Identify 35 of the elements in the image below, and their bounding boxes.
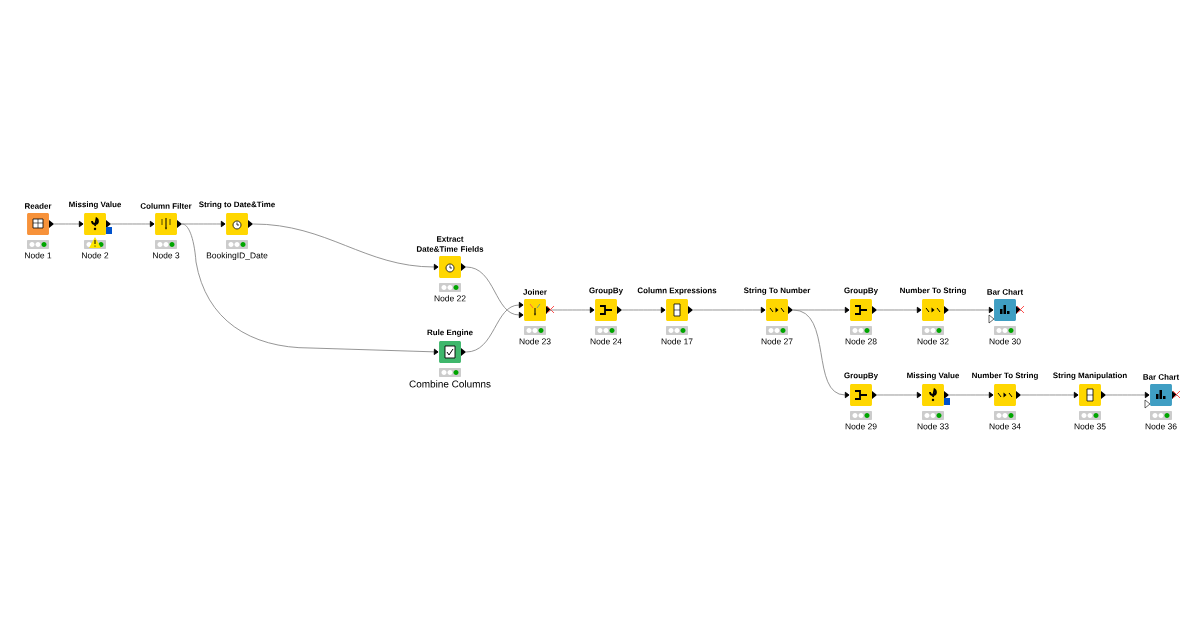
connector <box>53 220 84 228</box>
node-label: Node 24 <box>590 338 622 345</box>
connector <box>181 223 439 355</box>
connector <box>792 309 850 399</box>
node-label: Node 33 <box>917 423 949 430</box>
node-label: Node 35 <box>1074 423 1106 430</box>
connector <box>1105 391 1150 399</box>
node-label: Node 23 <box>519 338 551 345</box>
node-label: BookingID_Date <box>206 252 268 261</box>
connector <box>876 306 922 314</box>
connector <box>1020 391 1079 399</box>
connector <box>876 391 922 399</box>
node-label: Node 1 <box>25 252 52 259</box>
node-label: Node 30 <box>989 338 1021 345</box>
connector <box>692 306 766 314</box>
node-label: Node 34 <box>989 423 1021 430</box>
connector <box>948 391 994 399</box>
connector <box>465 266 524 319</box>
connector <box>110 220 155 228</box>
node-label: Node 17 <box>661 338 693 345</box>
connector <box>465 301 524 353</box>
connector <box>948 306 994 314</box>
node-label: Node 32 <box>917 338 949 345</box>
connector <box>252 223 439 271</box>
node-label: Node 27 <box>761 338 793 345</box>
connector <box>550 306 595 314</box>
node-label: Node 2 <box>82 252 109 259</box>
node-label: Node 22 <box>434 295 466 302</box>
node-label: Combine Columns <box>409 380 491 388</box>
connector <box>181 220 226 228</box>
node-label: Node 28 <box>845 338 877 345</box>
connector <box>621 306 666 314</box>
node-label: Node 36 <box>1145 423 1177 430</box>
node-label: Node 3 <box>153 252 180 259</box>
node-label: Node 29 <box>845 423 877 430</box>
